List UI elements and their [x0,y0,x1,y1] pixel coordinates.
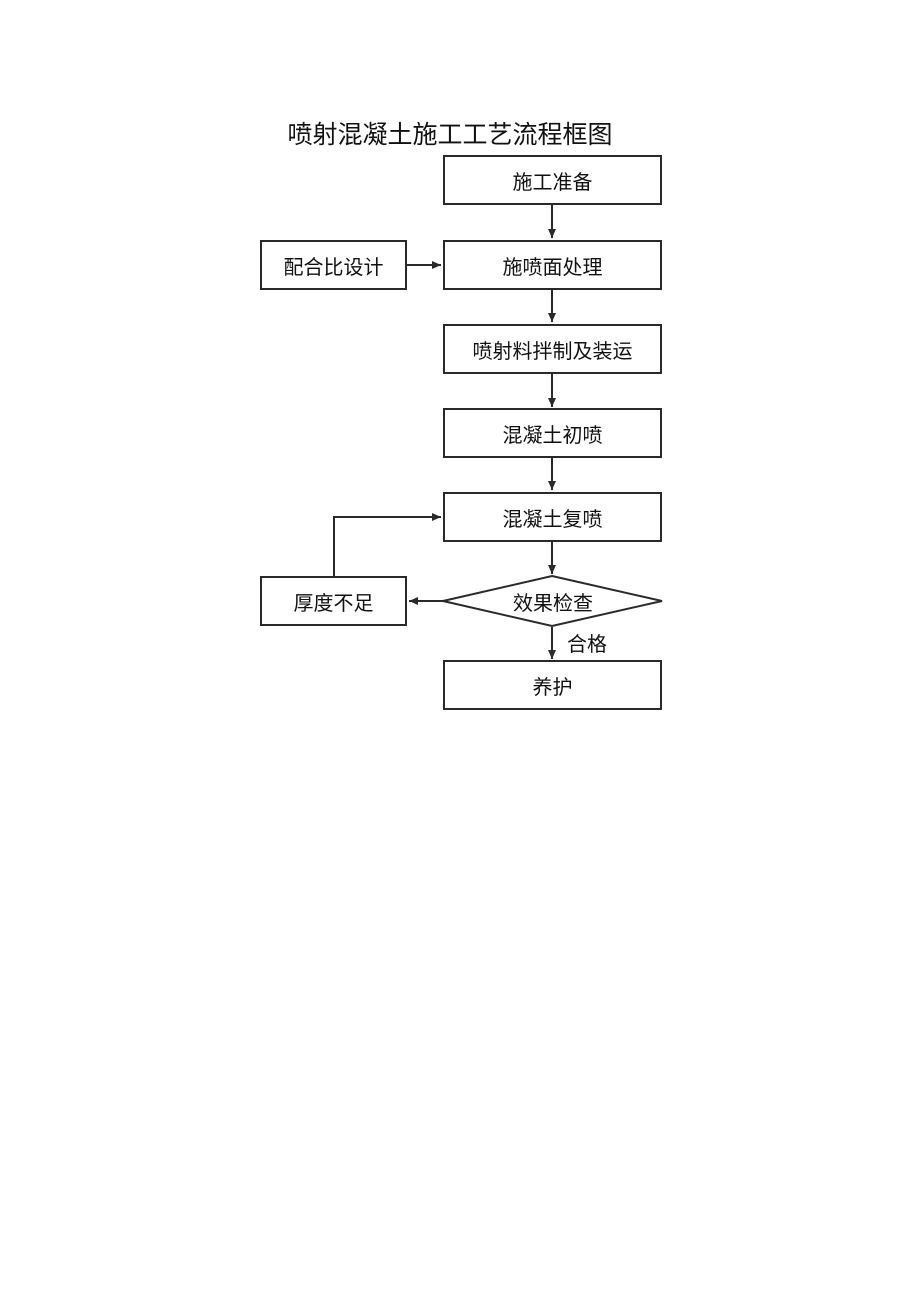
node-re-spray: 混凝土复喷 [443,492,662,542]
check-decision-diamond [442,574,663,628]
node-mixing-transport-label: 喷射料拌制及装运 [472,338,633,363]
node-surface-treatment: 施喷面处理 [443,240,662,290]
node-mixing-transport: 喷射料拌制及装运 [443,324,662,374]
diagram-title: 喷射混凝土施工工艺流程框图 [287,120,613,149]
node-surface-treatment-label: 施喷面处理 [502,254,603,279]
node-initial-spray-label: 混凝土初喷 [502,422,603,447]
node-construction-prep: 施工准备 [443,155,662,205]
node-construction-prep-label: 施工准备 [512,169,593,194]
node-curing-label: 养护 [532,674,573,699]
node-mix-design: 配合比设计 [260,240,407,290]
node-re-spray-label: 混凝土复喷 [502,506,603,531]
node-effect-check-label: 效果检查 [513,590,593,615]
node-curing: 养护 [443,660,662,710]
edge-label-pass: 合格 [567,632,607,656]
connector-insufficient-to-respray [333,513,441,576]
node-initial-spray: 混凝土初喷 [443,408,662,458]
node-thickness-insufficient-label: 厚度不足 [293,590,374,615]
node-mix-design-label: 配合比设计 [283,254,384,279]
node-thickness-insufficient: 厚度不足 [260,576,407,626]
